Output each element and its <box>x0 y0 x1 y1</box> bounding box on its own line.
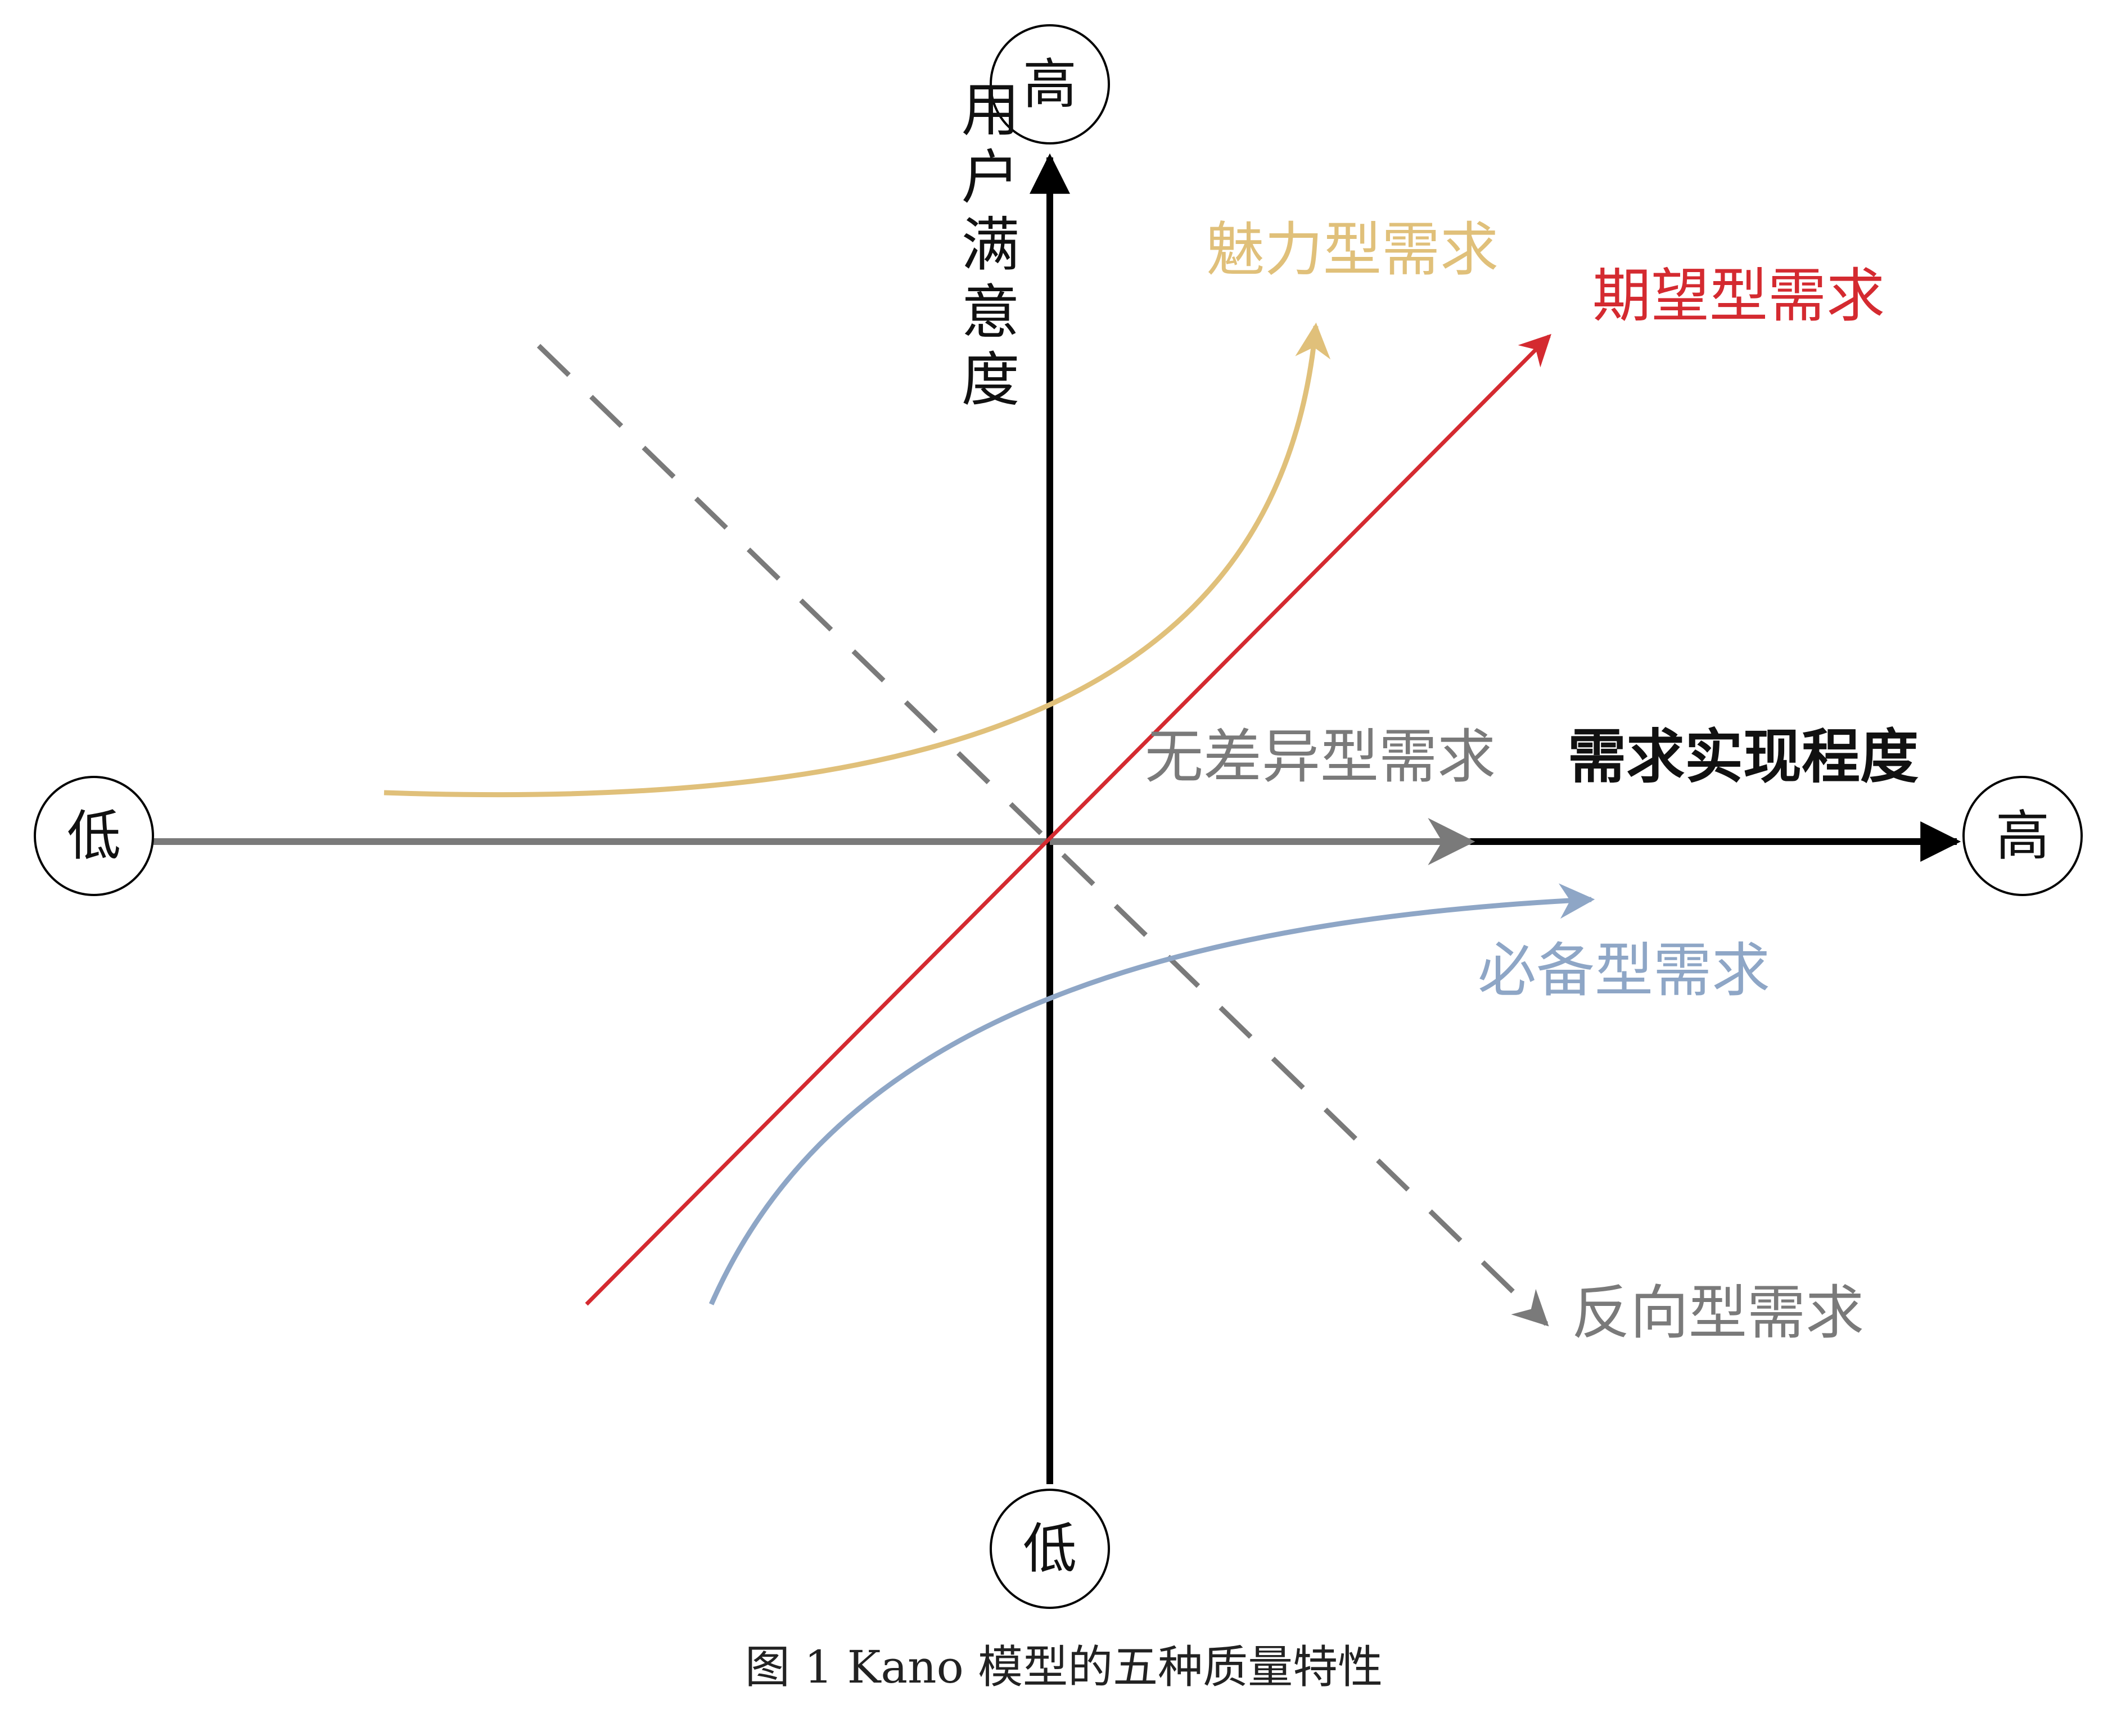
y-high-marker: 高 <box>990 24 1110 144</box>
x-axis-title: 需求实现程度 <box>1568 722 1919 791</box>
y-axis-title: 用户满意度 <box>951 79 1019 416</box>
x-low-label: 低 <box>67 804 121 867</box>
indifferent-label: 无差异型需求 <box>1145 722 1496 791</box>
y-low-marker: 低 <box>990 1489 1110 1609</box>
reverse-curve <box>536 343 1549 1327</box>
figure-caption: 图 1 Kano 模型的五种质量特性 <box>745 1641 1383 1693</box>
one-dimensional-label: 期望型需求 <box>1592 261 1885 330</box>
y-high-label: 高 <box>1023 53 1077 116</box>
must-be-label: 必备型需求 <box>1478 936 1770 1005</box>
x-low-marker: 低 <box>34 776 154 896</box>
must-be-curve <box>708 883 1595 1305</box>
one-dimensional-curve <box>585 334 1551 1306</box>
x-high-marker: 高 <box>1962 776 2083 896</box>
x-high-label: 高 <box>1996 804 2050 867</box>
attractive-label: 魅力型需求 <box>1206 215 1499 284</box>
reverse-label: 反向型需求 <box>1572 1278 1864 1347</box>
attractive-curve <box>383 322 1331 798</box>
y-low-label: 低 <box>1023 1517 1077 1580</box>
